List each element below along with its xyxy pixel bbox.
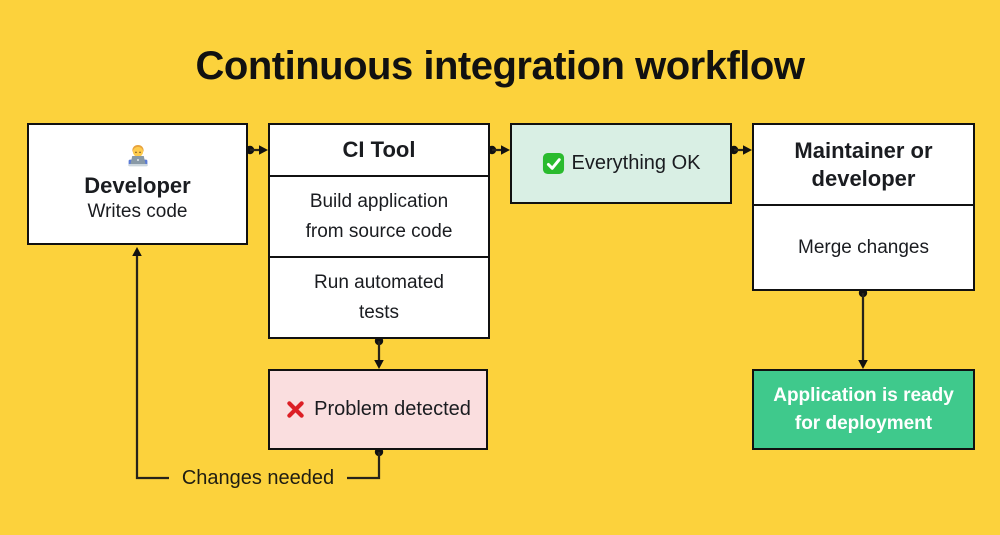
developer-subtitle: Writes code [87,201,188,222]
technologist-icon [125,143,151,169]
developer-node: Developer Writes code [27,123,248,245]
check-mark-icon [542,152,565,175]
everything-ok-label: Everything OK [571,152,701,174]
maintainer-node: Maintainer or developer Merge changes [752,123,975,291]
ci-tool-step-tests: Run automated tests [270,256,488,337]
ci-tool-step-build: Build application from source code [305,190,453,242]
deployment-ready-node: Application is ready for deployment [752,369,975,450]
developer-title: Developer [84,173,191,198]
problem-detected-node: Problem detected [268,369,488,450]
everything-ok-node: Everything OK [510,123,732,204]
ci-tool-node: CI Tool Build application from source co… [268,123,490,339]
changes-needed-label: Changes needed [137,466,379,490]
diagram-title: Continuous integration workflow [195,44,805,88]
maintainer-title: Maintainer or developer [754,125,973,206]
problem-detected-label: Problem detected [314,398,471,420]
cross-mark-icon [285,399,306,420]
deployment-ready-label: Application is ready for deployment [773,384,954,434]
maintainer-subtitle: Merge changes [798,236,929,258]
ci-tool-title: CI Tool [270,125,488,177]
